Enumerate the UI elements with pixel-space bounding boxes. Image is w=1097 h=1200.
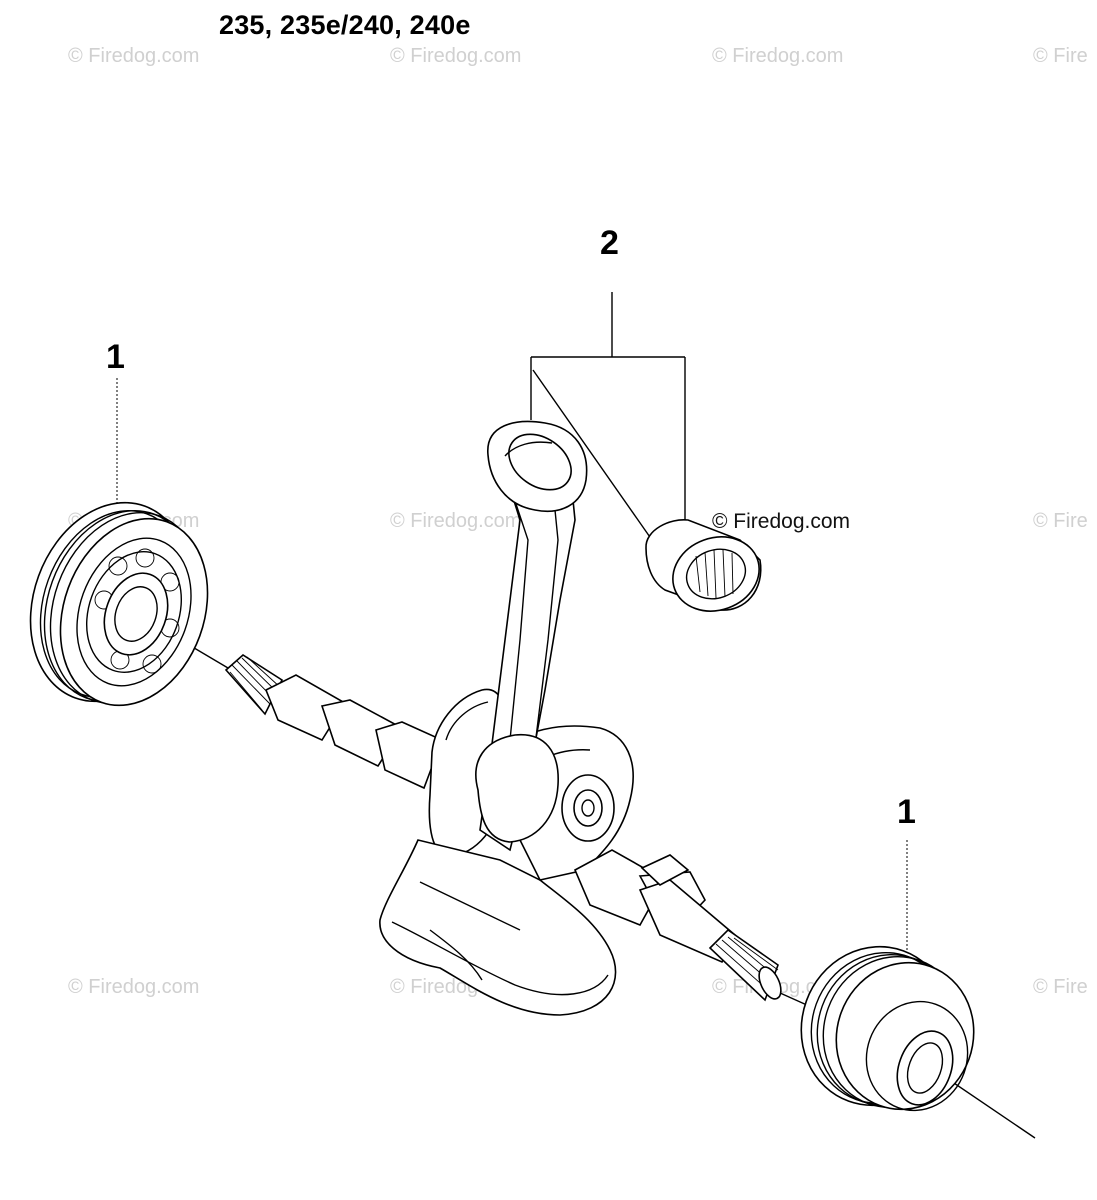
- connecting-rod: [475, 420, 588, 852]
- ball-bearing-left: [29, 501, 209, 707]
- watermark: © Fire: [1033, 45, 1088, 67]
- watermark: © Firedog.com: [712, 45, 844, 67]
- crankshaft: [224, 654, 782, 1016]
- watermark: © Firedog.com: [390, 510, 522, 532]
- watermark: © Fire: [1033, 976, 1088, 998]
- watermark: © Fire: [1033, 510, 1088, 532]
- needle-bearing: [645, 519, 762, 612]
- leader-lines: [116, 292, 908, 955]
- watermark: © Firedog.com: [390, 45, 522, 67]
- ball-bearing-right: [800, 945, 975, 1112]
- watermark: © Firedog.com: [68, 976, 200, 998]
- watermark-prominent: © Firedog.com: [712, 510, 851, 533]
- callout-connecting-rod: 2: [600, 224, 619, 262]
- diagram-title: 235, 235e/240, 240e: [219, 10, 471, 40]
- callout-bearing-left: 1: [106, 338, 125, 376]
- callout-bearing-right: 1: [897, 793, 916, 831]
- watermark: © Firedog.com: [68, 45, 200, 67]
